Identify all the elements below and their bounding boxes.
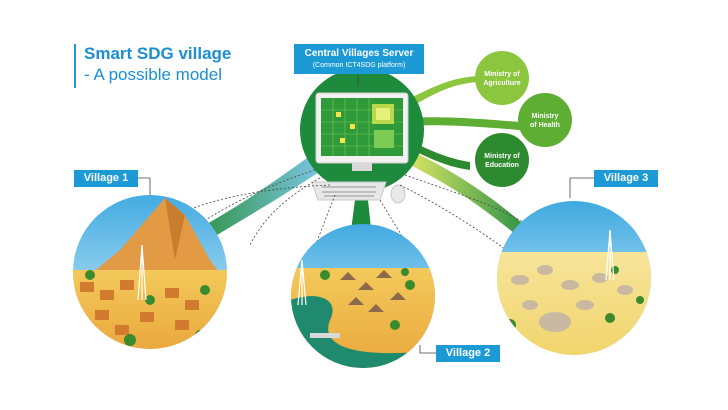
ministry-agriculture-line-2: Agriculture xyxy=(483,80,521,87)
server-subtitle: (Common ICT4SDG platform) xyxy=(312,62,406,69)
ministry-education-circle xyxy=(475,133,529,187)
ministry-health-label: Ministry of Health xyxy=(518,112,572,130)
ministry-health-line-2: of Health xyxy=(530,122,560,129)
village-1-label: Village 1 xyxy=(74,170,138,187)
server-node xyxy=(300,68,424,204)
ministry-education-line-2: Education xyxy=(485,162,519,169)
village-3-scene xyxy=(497,201,651,355)
village-2-scene xyxy=(291,224,435,368)
ministry-education-label: Ministry of Education xyxy=(475,152,529,170)
ministry-agriculture-line-1: Ministry of xyxy=(484,71,520,78)
ministry-health-line-1: Ministry xyxy=(531,113,559,120)
green-link-village-1 xyxy=(205,150,325,238)
diagram-title: Smart SDG village - A possible model xyxy=(74,44,231,88)
server-label: Central Villages Server (Common ICT4SDG … xyxy=(294,44,424,74)
ministry-health-circle xyxy=(518,93,572,147)
ministry-agriculture-circle xyxy=(475,51,529,105)
village-2-label: Village 2 xyxy=(436,345,500,362)
callout-lines xyxy=(138,74,594,354)
title-line-2: - A possible model xyxy=(84,65,222,84)
server-title: Central Villages Server xyxy=(304,48,414,59)
green-link-village-3 xyxy=(410,152,528,238)
village-3-label: Village 3 xyxy=(594,170,658,187)
title-line-1: Smart SDG village xyxy=(84,44,232,63)
ministry-agriculture-label: Ministry of Agriculture xyxy=(475,70,529,88)
ministry-education-line-1: Ministry of xyxy=(484,153,520,160)
